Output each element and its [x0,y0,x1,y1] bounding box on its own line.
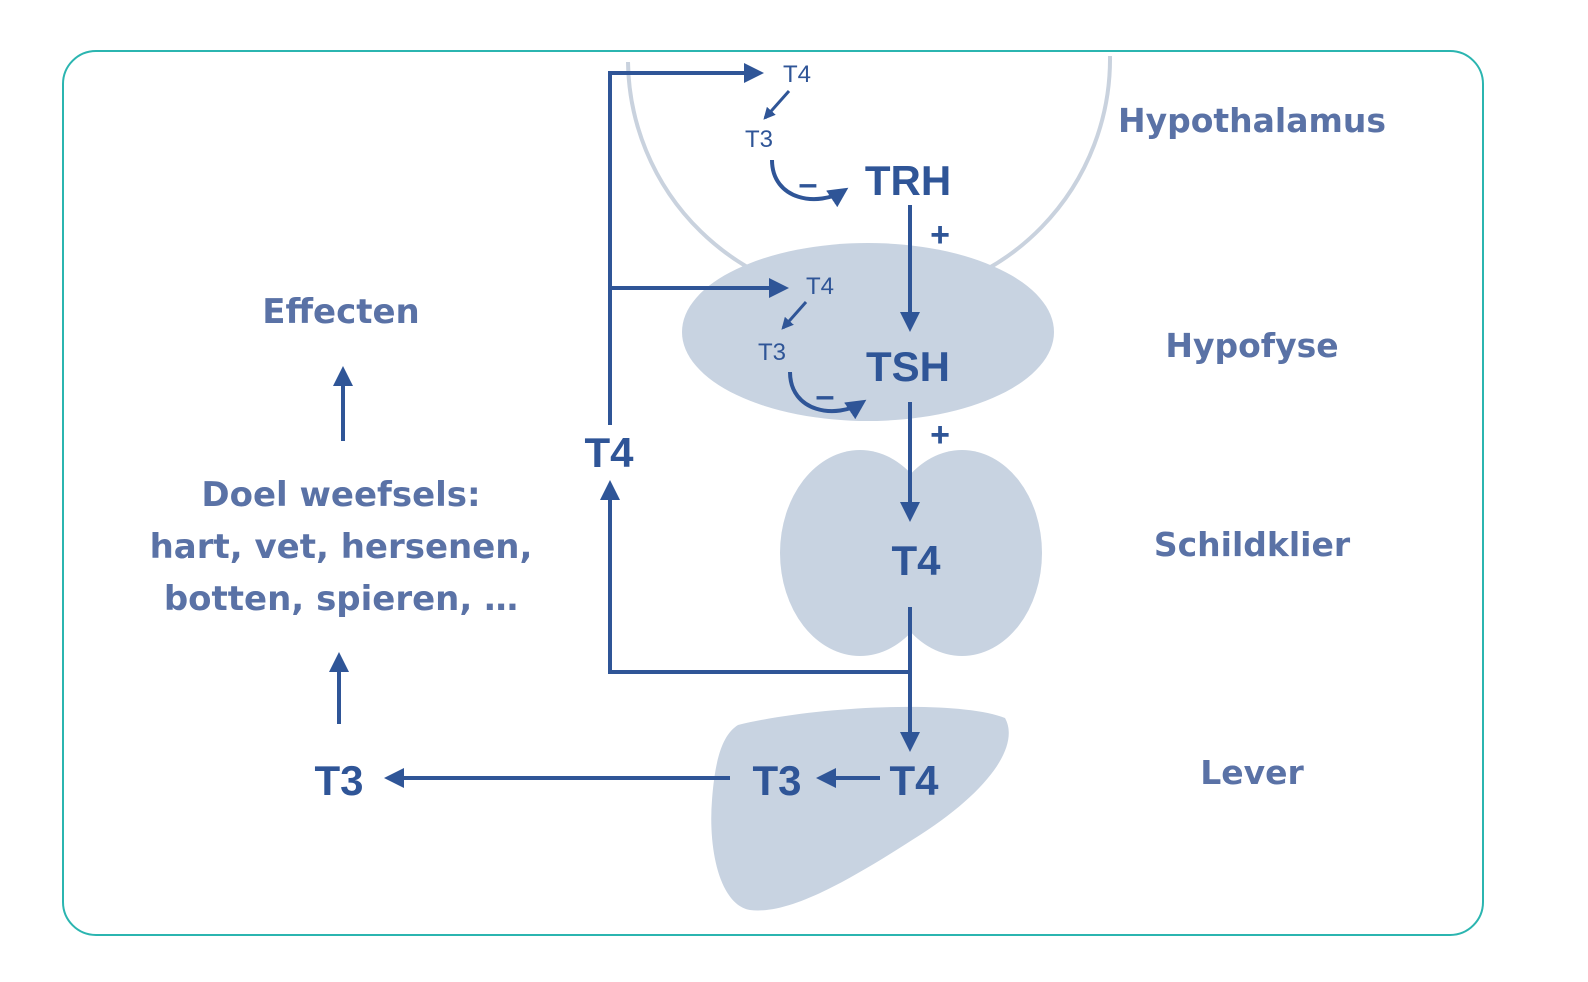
schildklier-shape [780,450,1042,656]
hormone-t3-liver: T3 [752,757,801,804]
label-targets-line3: botten, spieren, … [164,579,518,619]
feedback-to-hypothalamus [608,63,764,425]
hormone-t3-output: T3 [314,757,363,804]
sign-minus-hypothalamus: – [799,165,818,203]
lever-shape [711,706,1009,911]
arrow-t4-to-t3-hypofyse [781,301,808,330]
small-t4-hypothalamus: T4 [783,61,811,88]
label-targets-line2: hart, vet, hersenen, [150,527,533,567]
sign-plus-tsh: + [930,416,950,454]
small-t3-hypothalamus: T3 [745,126,773,153]
label-effecten: Effecten [262,292,420,332]
label-schildklier: Schildklier [1154,525,1351,564]
inhibition-arrow-hypothalamus [770,159,849,208]
small-t4-hypofyse: T4 [806,273,834,300]
arrow-t4-to-t3-hypothalamus [763,90,791,120]
sign-minus-hypofyse: – [816,377,835,415]
small-t3-hypofyse: T3 [758,339,786,366]
label-hypofyse: Hypofyse [1165,326,1338,365]
diagram-frame [62,50,1484,936]
sign-plus-trh: + [930,216,950,254]
hypofyse-shape [682,243,1054,421]
label-doel-weefsels: Doel weefsels: [201,475,480,515]
hormone-tsh: TSH [866,343,950,390]
inhibition-arrow-hypofyse [788,371,867,420]
hormone-t4-thyroid: T4 [891,537,941,584]
hormone-t4-liver: T4 [889,757,939,804]
hormone-t4-feedback: T4 [584,429,634,476]
hormone-trh: TRH [865,157,951,204]
label-hypothalamus: Hypothalamus [1118,101,1386,140]
label-lever: Lever [1200,753,1304,792]
feedback-line [600,480,910,674]
